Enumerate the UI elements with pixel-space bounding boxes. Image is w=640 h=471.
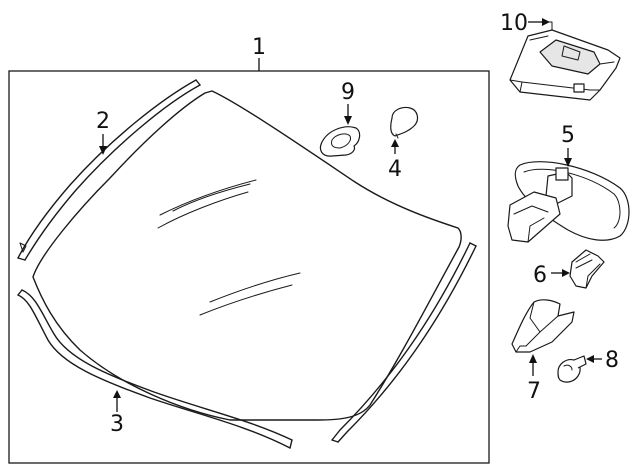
callout-2: 2	[96, 109, 110, 155]
callout-6-label: 6	[533, 263, 547, 288]
callout-4-label: 4	[388, 157, 402, 182]
callout-9-label: 9	[341, 80, 355, 105]
callout-3: 3	[110, 390, 124, 437]
windshield-glass-icon	[32, 90, 462, 421]
control-module-icon	[509, 21, 621, 101]
callout-10-label: 10	[500, 11, 528, 36]
callout-4: 4	[388, 139, 402, 182]
callout-8: 8	[586, 348, 619, 373]
callout-5: 5	[561, 123, 575, 167]
callout-3-label: 3	[110, 412, 124, 437]
assembly-frame	[8, 70, 490, 464]
callout-8-label: 8	[605, 348, 619, 373]
callout-5-label: 5	[561, 123, 575, 148]
callout-7: 7	[527, 354, 541, 404]
callout-1-label: 1	[252, 35, 266, 60]
upper-molding-icon	[17, 79, 201, 261]
side-molding-right-icon	[331, 242, 477, 443]
clip-icon	[569, 249, 605, 289]
callout-1: 1	[252, 35, 266, 71]
cover-icon	[511, 299, 575, 353]
callout-9: 9	[341, 80, 355, 125]
callout-10: 10	[500, 11, 550, 36]
callout-2-label: 2	[96, 109, 110, 134]
bracket-icon	[390, 106, 419, 139]
rearview-mirror-icon	[507, 161, 630, 243]
screw-icon	[557, 355, 587, 383]
lower-molding-icon	[17, 289, 293, 449]
callout-7-label: 7	[527, 379, 541, 404]
retainer-icon	[319, 126, 361, 157]
callout-6: 6	[533, 263, 570, 288]
